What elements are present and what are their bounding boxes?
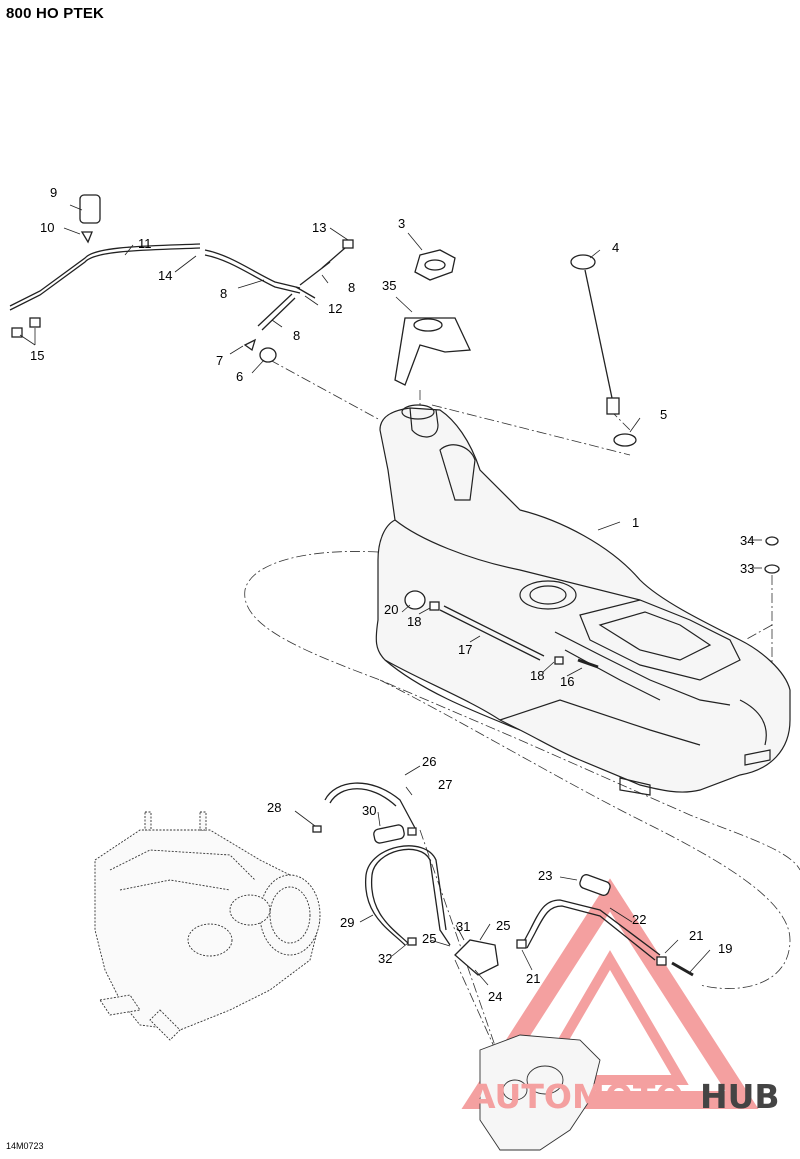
- watermark-triangle: [461, 878, 759, 1109]
- leader-lines: [19, 204, 762, 986]
- callout-24: 24: [488, 989, 502, 1004]
- watermark-text-auto: AUTO: [470, 1077, 572, 1116]
- callout-25b: 25: [496, 918, 510, 933]
- valve-24: [454, 939, 499, 976]
- callout-5: 5: [660, 407, 667, 422]
- hose-26: [324, 782, 416, 829]
- carburetor: [479, 1034, 601, 1151]
- callout-15: 15: [30, 348, 44, 363]
- callout-8c: 8: [293, 328, 300, 343]
- tank-front-loop: [244, 551, 800, 871]
- callout-33: 33: [740, 561, 754, 576]
- hoses-and-fittings: [9, 194, 780, 977]
- callout-13: 13: [312, 220, 326, 235]
- callout-31: 31: [456, 919, 470, 934]
- callout-7: 7: [216, 353, 223, 368]
- watermark-text-hub: HUB: [700, 1077, 780, 1116]
- bracket-35: [394, 317, 471, 386]
- callout-14: 14: [158, 268, 172, 283]
- callout-9: 9: [50, 185, 57, 200]
- fuel-tank: [375, 404, 791, 796]
- drawing-code: 14M0723: [6, 1141, 44, 1151]
- lower-loop: [379, 679, 791, 989]
- callout-18a: 18: [407, 614, 421, 629]
- callout-8b: 8: [348, 280, 355, 295]
- callout-4: 4: [612, 240, 619, 255]
- callout-23: 23: [538, 868, 552, 883]
- hose-29: [371, 848, 451, 946]
- callout-32: 32: [378, 951, 392, 966]
- hose-leader-2: [454, 959, 501, 1061]
- callout-29: 29: [340, 915, 354, 930]
- callout-26: 26: [422, 754, 436, 769]
- watermark-text-moto: MOTO: [572, 1077, 683, 1116]
- callout-16: 16: [560, 674, 574, 689]
- callout-25a: 25: [422, 931, 436, 946]
- assembly-outlines: [244, 359, 800, 1061]
- callout-22: 22: [632, 912, 646, 927]
- hose-8a: [204, 249, 301, 289]
- callout-30: 30: [362, 803, 376, 818]
- callout-20: 20: [384, 602, 398, 617]
- engine-block: [94, 811, 321, 1041]
- fuel-line-17: [439, 609, 541, 661]
- watermark-wordmark: AUTO MOTO HUB: [470, 1077, 780, 1116]
- gauge-rod-4: [584, 269, 613, 399]
- callout-11: 11: [138, 236, 152, 251]
- callout-35: 35: [382, 278, 396, 293]
- watermark: [461, 878, 759, 1109]
- right-leader-2: [744, 624, 773, 641]
- callout-labels: 1 3 4 5 6 7 8 8 8 9 10 11 12 13 14 15 16…: [30, 185, 754, 1004]
- callout-28: 28: [267, 800, 281, 815]
- callout-21b: 21: [526, 971, 540, 986]
- callout-18b: 18: [530, 668, 544, 683]
- callout-19: 19: [718, 941, 732, 956]
- callout-34: 34: [740, 533, 754, 548]
- watermark-inner-triangle: [531, 950, 689, 1085]
- page-title: 800 HO PTEK: [6, 5, 105, 22]
- callout-8a: 8: [220, 286, 227, 301]
- callout-17: 17: [458, 642, 472, 657]
- callout-10: 10: [40, 220, 54, 235]
- callout-1: 1: [632, 515, 639, 530]
- hose-22: [521, 899, 661, 956]
- callout-27: 27: [438, 777, 452, 792]
- gauge-leader: [431, 404, 631, 456]
- callout-6: 6: [236, 369, 243, 384]
- vent-line-11: [9, 247, 201, 311]
- fuel-cap-3: [414, 249, 456, 281]
- callout-3: 3: [398, 216, 405, 231]
- callout-21a: 21: [689, 928, 703, 943]
- callout-12: 12: [328, 301, 342, 316]
- hose-leader: [419, 829, 501, 1061]
- fitting-leader: [269, 359, 381, 421]
